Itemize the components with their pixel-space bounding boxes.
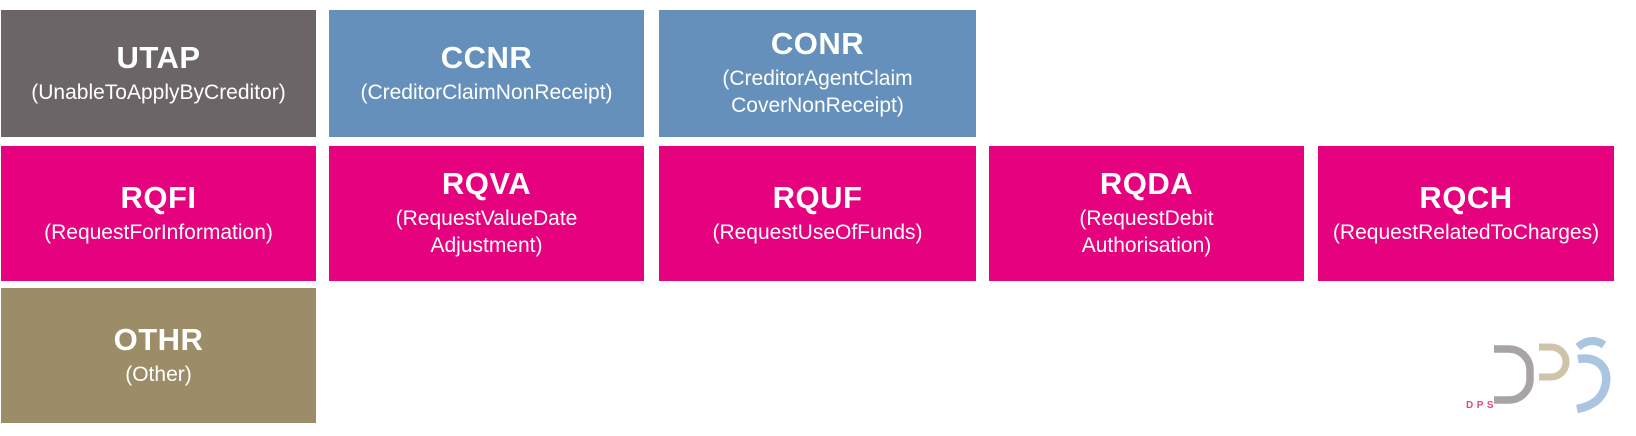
dps-logo-text: DPS (1466, 400, 1497, 411)
dps-logo: DPS (1466, 337, 1611, 414)
message-type-box-rquf: RQUF (RequestUseOfFunds) (659, 146, 976, 281)
box-code: UTAP (116, 39, 201, 75)
dps-logo-letter-s-bottom-icon (1576, 354, 1611, 414)
box-name: (Other) (125, 362, 192, 386)
dps-logo-letter-d-icon (1494, 345, 1534, 404)
message-type-box-utap: UTAP (UnableToApplyByCreditor) (1, 10, 316, 137)
box-name: (RequestRelatedToCharges) (1332, 220, 1600, 244)
box-name: (CreditorClaimNonReceipt) (360, 80, 613, 104)
box-name: (CreditorAgentClaim CoverNonReceipt) (722, 67, 913, 118)
box-code: RQVA (441, 166, 532, 202)
message-type-box-rqda: RQDA (RequestDebit Authorisation) (989, 146, 1304, 281)
box-name: (RequestDebit Authorisation) (1079, 207, 1214, 258)
box-code: RQUF (772, 179, 863, 215)
message-type-box-othr: OTHR (Other) (1, 288, 316, 423)
box-name: (RequestUseOfFunds) (712, 220, 923, 244)
message-type-box-rqch: RQCH (RequestRelatedToCharges) (1318, 146, 1614, 281)
box-code: RQCH (1419, 179, 1513, 215)
message-type-box-ccnr: CCNR (CreditorClaimNonReceipt) (329, 10, 644, 137)
box-code: CONR (770, 26, 865, 62)
box-code: RQDA (1099, 166, 1194, 202)
message-type-box-rqva: RQVA (RequestValueDate Adjustment) (329, 146, 644, 281)
box-name: (RequestForInformation) (44, 220, 273, 244)
box-code: RQFI (120, 179, 197, 215)
message-type-box-rqfi: RQFI (RequestForInformation) (1, 146, 316, 281)
dps-logo-letter-s-top-icon (1575, 337, 1607, 351)
box-code: OTHR (113, 321, 204, 357)
message-type-box-conr: CONR (CreditorAgentClaim CoverNonReceipt) (659, 10, 976, 137)
dps-logo-letter-p-icon (1539, 343, 1570, 381)
box-name: (UnableToApplyByCreditor) (31, 80, 286, 104)
box-code: CCNR (440, 39, 533, 75)
box-name: (RequestValueDate Adjustment) (395, 207, 578, 258)
